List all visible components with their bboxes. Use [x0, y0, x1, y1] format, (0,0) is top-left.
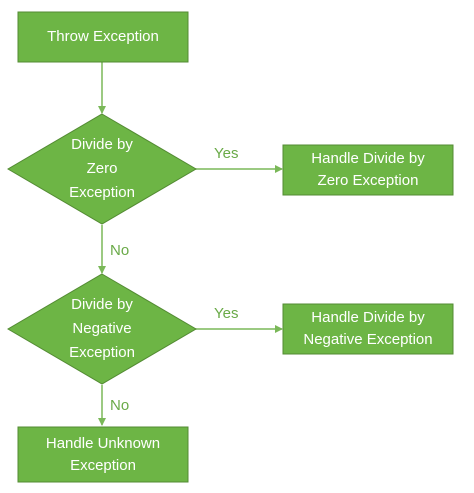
edge-label-zero-yes: Yes — [214, 145, 239, 162]
divide-by-zero-decision — [7, 113, 197, 225]
edge-label-neg-no: No — [110, 397, 130, 414]
divide-by-negative-decision — [7, 273, 197, 385]
handle-divide-by-zero-box — [282, 144, 454, 196]
throw-exception-box — [17, 11, 189, 63]
handle-unknown-box — [17, 426, 189, 483]
edge-label-neg-yes: Yes — [214, 305, 239, 322]
handle-divide-by-negative-box — [282, 303, 454, 355]
edge-label-zero-no: No — [110, 242, 130, 259]
